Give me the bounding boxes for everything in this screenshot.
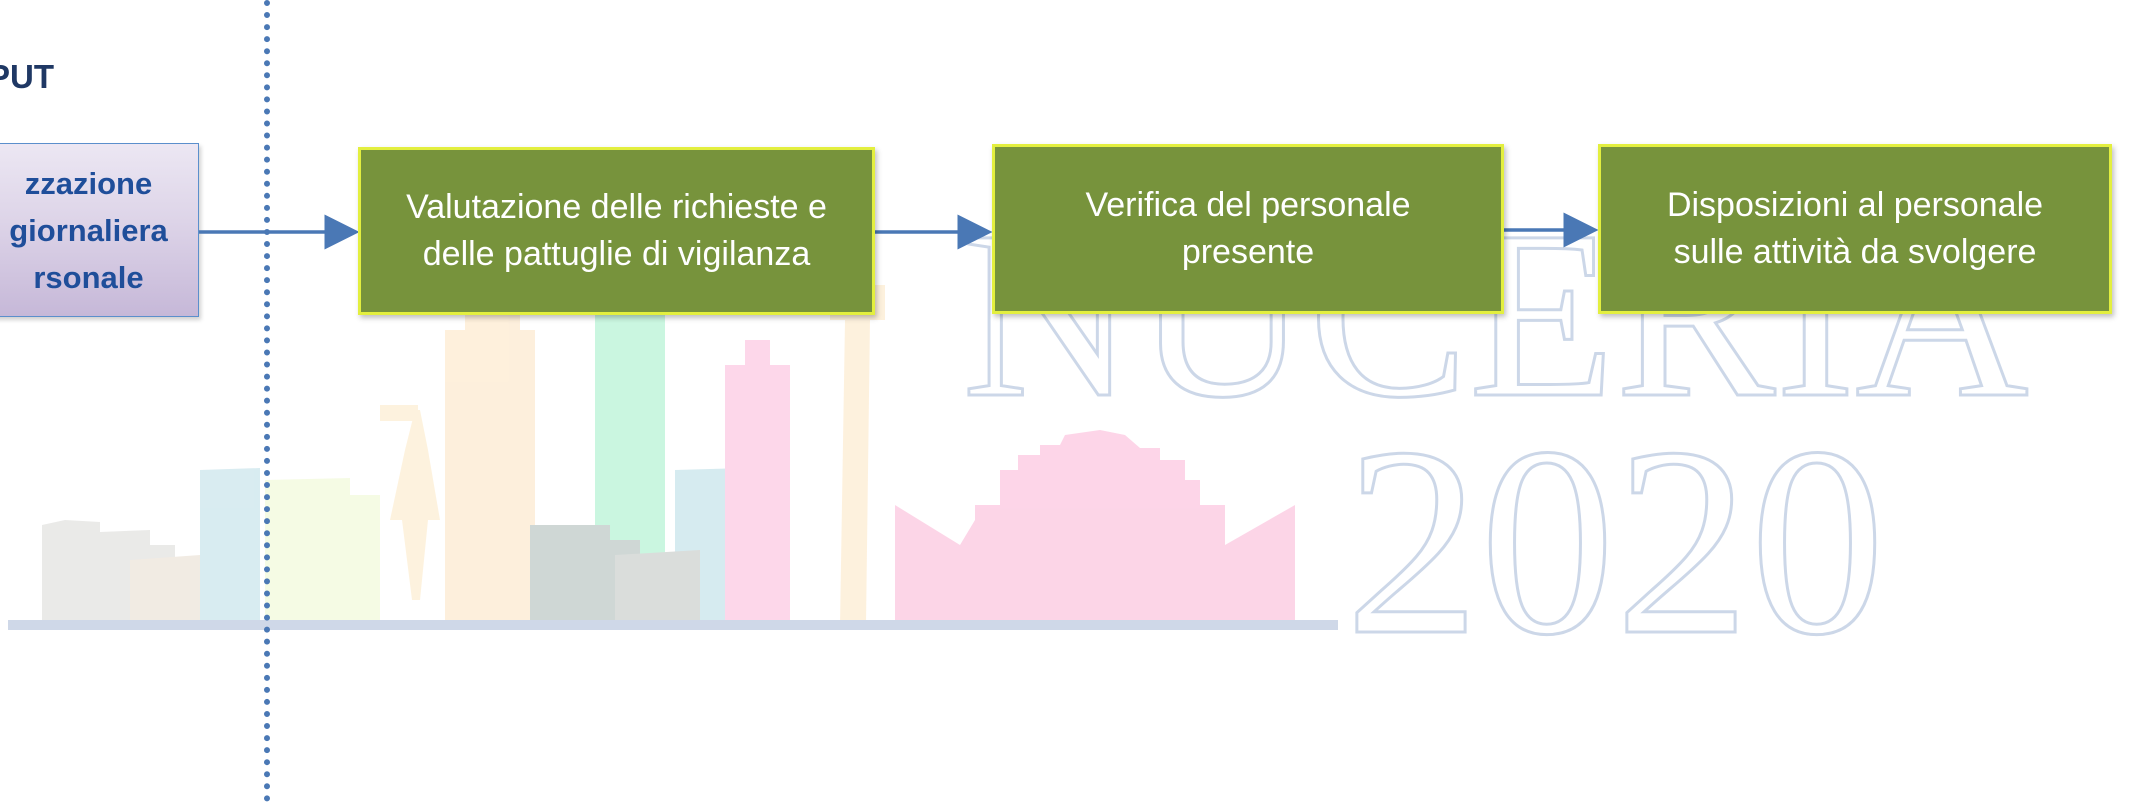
skyline-tower (445, 300, 535, 625)
process-step-2: Verifica del personale presente (992, 144, 1504, 314)
process-step-3: Disposizioni al personale sulle attività… (1598, 144, 2112, 314)
skyline-ground (8, 620, 1338, 630)
skyline-tower (595, 310, 665, 560)
process-step-1: Valutazione delle richieste e delle patt… (358, 147, 875, 315)
input-box-text: zzazione giornaliera rsonale (9, 165, 168, 295)
skyline-monument (390, 410, 440, 600)
skyline-building (530, 525, 640, 625)
skyline-building (615, 550, 700, 625)
process-step-3-text: Disposizioni al personale sulle attività… (1666, 186, 2044, 271)
dotted-divider (264, 0, 270, 802)
skyline-flag (380, 405, 418, 421)
skyline-tv-tower (830, 270, 885, 625)
skyline-building (265, 478, 380, 625)
input-box: zzazione giornaliera rsonale (0, 143, 199, 317)
skyline-building (130, 555, 200, 625)
watermark-year: 2020 (1345, 392, 1885, 691)
input-heading: PUT (0, 58, 54, 95)
skyline-arena (895, 430, 1295, 625)
skyline-building (725, 340, 790, 625)
process-step-2-text: Verifica del personale presente (1085, 186, 1411, 271)
process-step-1-text: Valutazione delle richieste e delle patt… (406, 188, 827, 273)
skyline-building (200, 468, 260, 625)
